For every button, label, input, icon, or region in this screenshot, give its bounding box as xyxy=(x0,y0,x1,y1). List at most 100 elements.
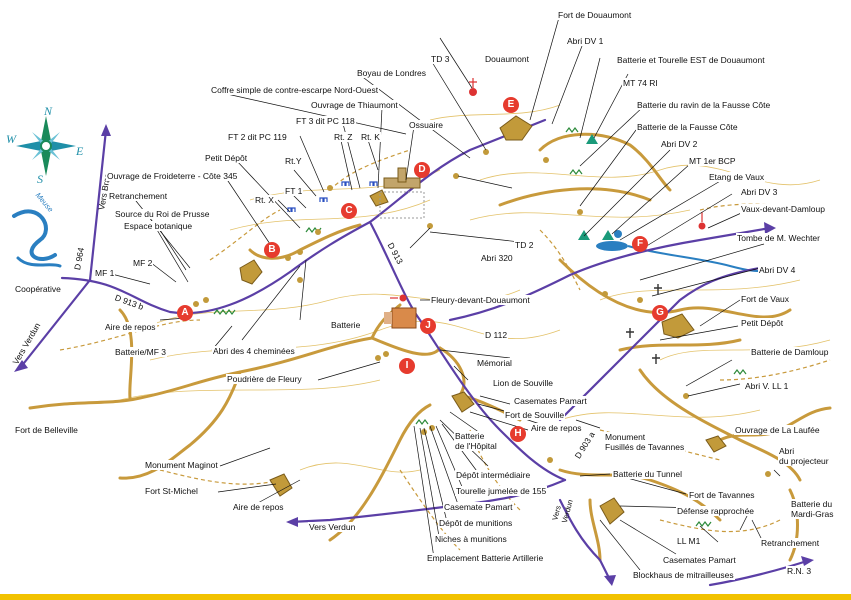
marker-g[interactable]: G xyxy=(652,305,668,321)
tavannes-shape xyxy=(599,497,625,525)
label-batterie-damloup: Batterie de Damloup xyxy=(750,347,830,357)
label-batterie-mf3: Batterie/MF 3 xyxy=(114,347,168,357)
label-coffre: Coffre simple de contre-escarpe Nord-Oue… xyxy=(210,85,380,95)
label-fort-tavannes: Fort de Tavannes xyxy=(688,490,756,500)
label-abri-4-cheminees: Abri des 4 cheminées xyxy=(212,346,296,356)
label-monument-fusilles: Monument Fusillés de Tavannes xyxy=(604,432,686,452)
trench-symbols xyxy=(213,127,747,527)
label-espace-botanique: Espace botanique xyxy=(123,221,194,231)
laufee-shape xyxy=(705,435,727,453)
label-casemates-pamart-bottom: Casemates Pamart xyxy=(662,555,737,565)
label-vaux-damloup: Vaux-devant-Damloup xyxy=(740,204,826,214)
river-meuse xyxy=(12,209,62,268)
label-batterie-tourelle: Batterie et Tourelle EST de Douaumont xyxy=(616,55,766,65)
compass-south: S xyxy=(37,172,43,186)
label-batterie-mardi: Batterie du Mardi-Gras xyxy=(790,499,835,519)
label-froideterre: Ouvrage de Froideterre - Côte 345 xyxy=(106,171,239,181)
label-lion-souville: Lion de Souville xyxy=(492,378,555,388)
marker-f[interactable]: F xyxy=(632,236,648,252)
label-mf2: MF 2 xyxy=(132,258,154,268)
label-batterie-tunnel: Batterie du Tunnel xyxy=(612,469,683,479)
label-td3: TD 3 xyxy=(430,54,451,64)
label-cooperative: Coopérative xyxy=(14,284,62,294)
label-blockhaus: Blockhaus de mitrailleuses xyxy=(632,570,735,580)
marker-b[interactable]: B xyxy=(264,242,280,258)
label-rt-z: Rt. Z xyxy=(333,132,354,142)
label-rn3: R.N. 3 xyxy=(786,566,813,576)
leader-lines xyxy=(103,13,781,571)
label-abri-dv1: Abri DV 1 xyxy=(566,36,605,46)
marker-d[interactable]: D xyxy=(414,162,430,178)
label-ll-m1: LL M1 xyxy=(676,536,702,546)
label-memorial: Mémorial xyxy=(476,358,513,368)
label-monument-maginot: Monument Maginot xyxy=(144,460,219,470)
fort-souville-shape xyxy=(451,391,475,413)
label-abri-dv4: Abri DV 4 xyxy=(758,265,797,275)
label-fort-souville: Fort de Souville xyxy=(504,410,566,420)
marker-a[interactable]: A xyxy=(177,305,193,321)
label-ft2: FT 2 dit PC 119 xyxy=(227,132,288,142)
label-aire-repos-left: Aire de repos xyxy=(104,322,157,332)
church-pins xyxy=(390,78,706,302)
label-ft3: FT 3 dit PC 118 xyxy=(295,116,356,126)
label-batterie-ravin: Batterie du ravin de la Fausse Côte xyxy=(636,100,772,110)
label-fort-vaux: Fort de Vaux xyxy=(740,294,791,304)
stmichel-shape xyxy=(269,473,293,497)
label-fort-st-michel: Fort St-Michel xyxy=(144,486,199,496)
label-ouvrage-laufee: Ouvrage de La Laufée xyxy=(734,425,821,435)
label-poudriere: Poudrière de Fleury xyxy=(226,374,303,384)
label-thiaumont: Ouvrage de Thiaumont xyxy=(310,100,399,110)
label-ft1: FT 1 xyxy=(284,186,304,196)
label-niches-munitions: Niches à munitions xyxy=(434,534,508,544)
label-casemate-pamart: Casemate Pamart xyxy=(443,502,514,512)
green-triangles xyxy=(578,134,622,240)
label-rt-x: Rt. X xyxy=(254,195,275,205)
label-mt74: MT 74 RI xyxy=(622,78,659,88)
marker-c[interactable]: C xyxy=(341,203,357,219)
label-fleury: Fleury-devant-Douaumont xyxy=(430,295,531,305)
label-batterie-fausse: Batterie de la Fausse Côte xyxy=(636,122,739,132)
label-tourelle-jumelee: Tourelle jumelée de 155 xyxy=(455,486,548,496)
fort-douaumont-shape xyxy=(499,115,533,141)
marker-j[interactable]: J xyxy=(420,318,436,334)
fort-vaux-shape xyxy=(661,313,695,339)
label-etang-vaux: Etang de Vaux xyxy=(708,172,766,182)
label-depot-munitions: Dépôt de munitions xyxy=(438,518,514,528)
route-arrowheads xyxy=(14,124,814,586)
fleury-memorial xyxy=(384,307,417,329)
label-rt-k: Rt. K xyxy=(360,132,381,142)
marker-h[interactable]: H xyxy=(510,426,526,442)
bottom-bar xyxy=(0,594,851,600)
label-abri-projecteur: Abri du projecteur xyxy=(778,446,830,466)
label-douaumont: Douaumont xyxy=(484,54,530,64)
marker-i[interactable]: I xyxy=(399,358,415,374)
label-mf1: MF 1 xyxy=(94,268,116,278)
label-retranchement-left: Retranchement xyxy=(108,191,169,201)
label-emplacement: Emplacement Batterie Artillerie xyxy=(426,553,545,563)
label-depot-intermediaire: Dépôt intermédiaire xyxy=(455,470,532,480)
label-casemates-pamart-top: Casemates Pamart xyxy=(513,396,588,406)
label-petit-depot-left: Petit Dépôt xyxy=(204,153,249,163)
label-rt-y: Rt.Y xyxy=(284,156,303,166)
label-abri320: Abri 320 xyxy=(480,253,514,263)
label-abri-dv3: Abri DV 3 xyxy=(740,187,779,197)
label-fort-douaumont: Fort de Douaumont xyxy=(557,10,633,20)
label-source: Source du Roi de Prusse xyxy=(114,209,211,219)
label-tombe: Tombe de M. Wechter xyxy=(736,233,821,243)
froideterre-shape xyxy=(239,259,263,285)
label-td2: TD 2 xyxy=(514,240,535,250)
label-d112: D 112 xyxy=(484,330,509,340)
label-defense-rapprochee: Défense rapprochée xyxy=(676,506,756,516)
label-boyau-londres: Boyau de Londres xyxy=(356,68,427,78)
compass-west: W xyxy=(6,132,16,146)
thiaumont-shape xyxy=(369,189,389,207)
label-mt1er: MT 1er BCP xyxy=(688,156,737,166)
compass-north: N xyxy=(44,104,53,118)
label-fort-belleville: Fort de Belleville xyxy=(14,425,79,435)
marker-e[interactable]: E xyxy=(503,97,519,113)
ossuaire-building xyxy=(379,167,425,219)
forts xyxy=(239,115,727,525)
compass-east: E xyxy=(76,144,84,158)
compass-rose xyxy=(16,116,76,176)
